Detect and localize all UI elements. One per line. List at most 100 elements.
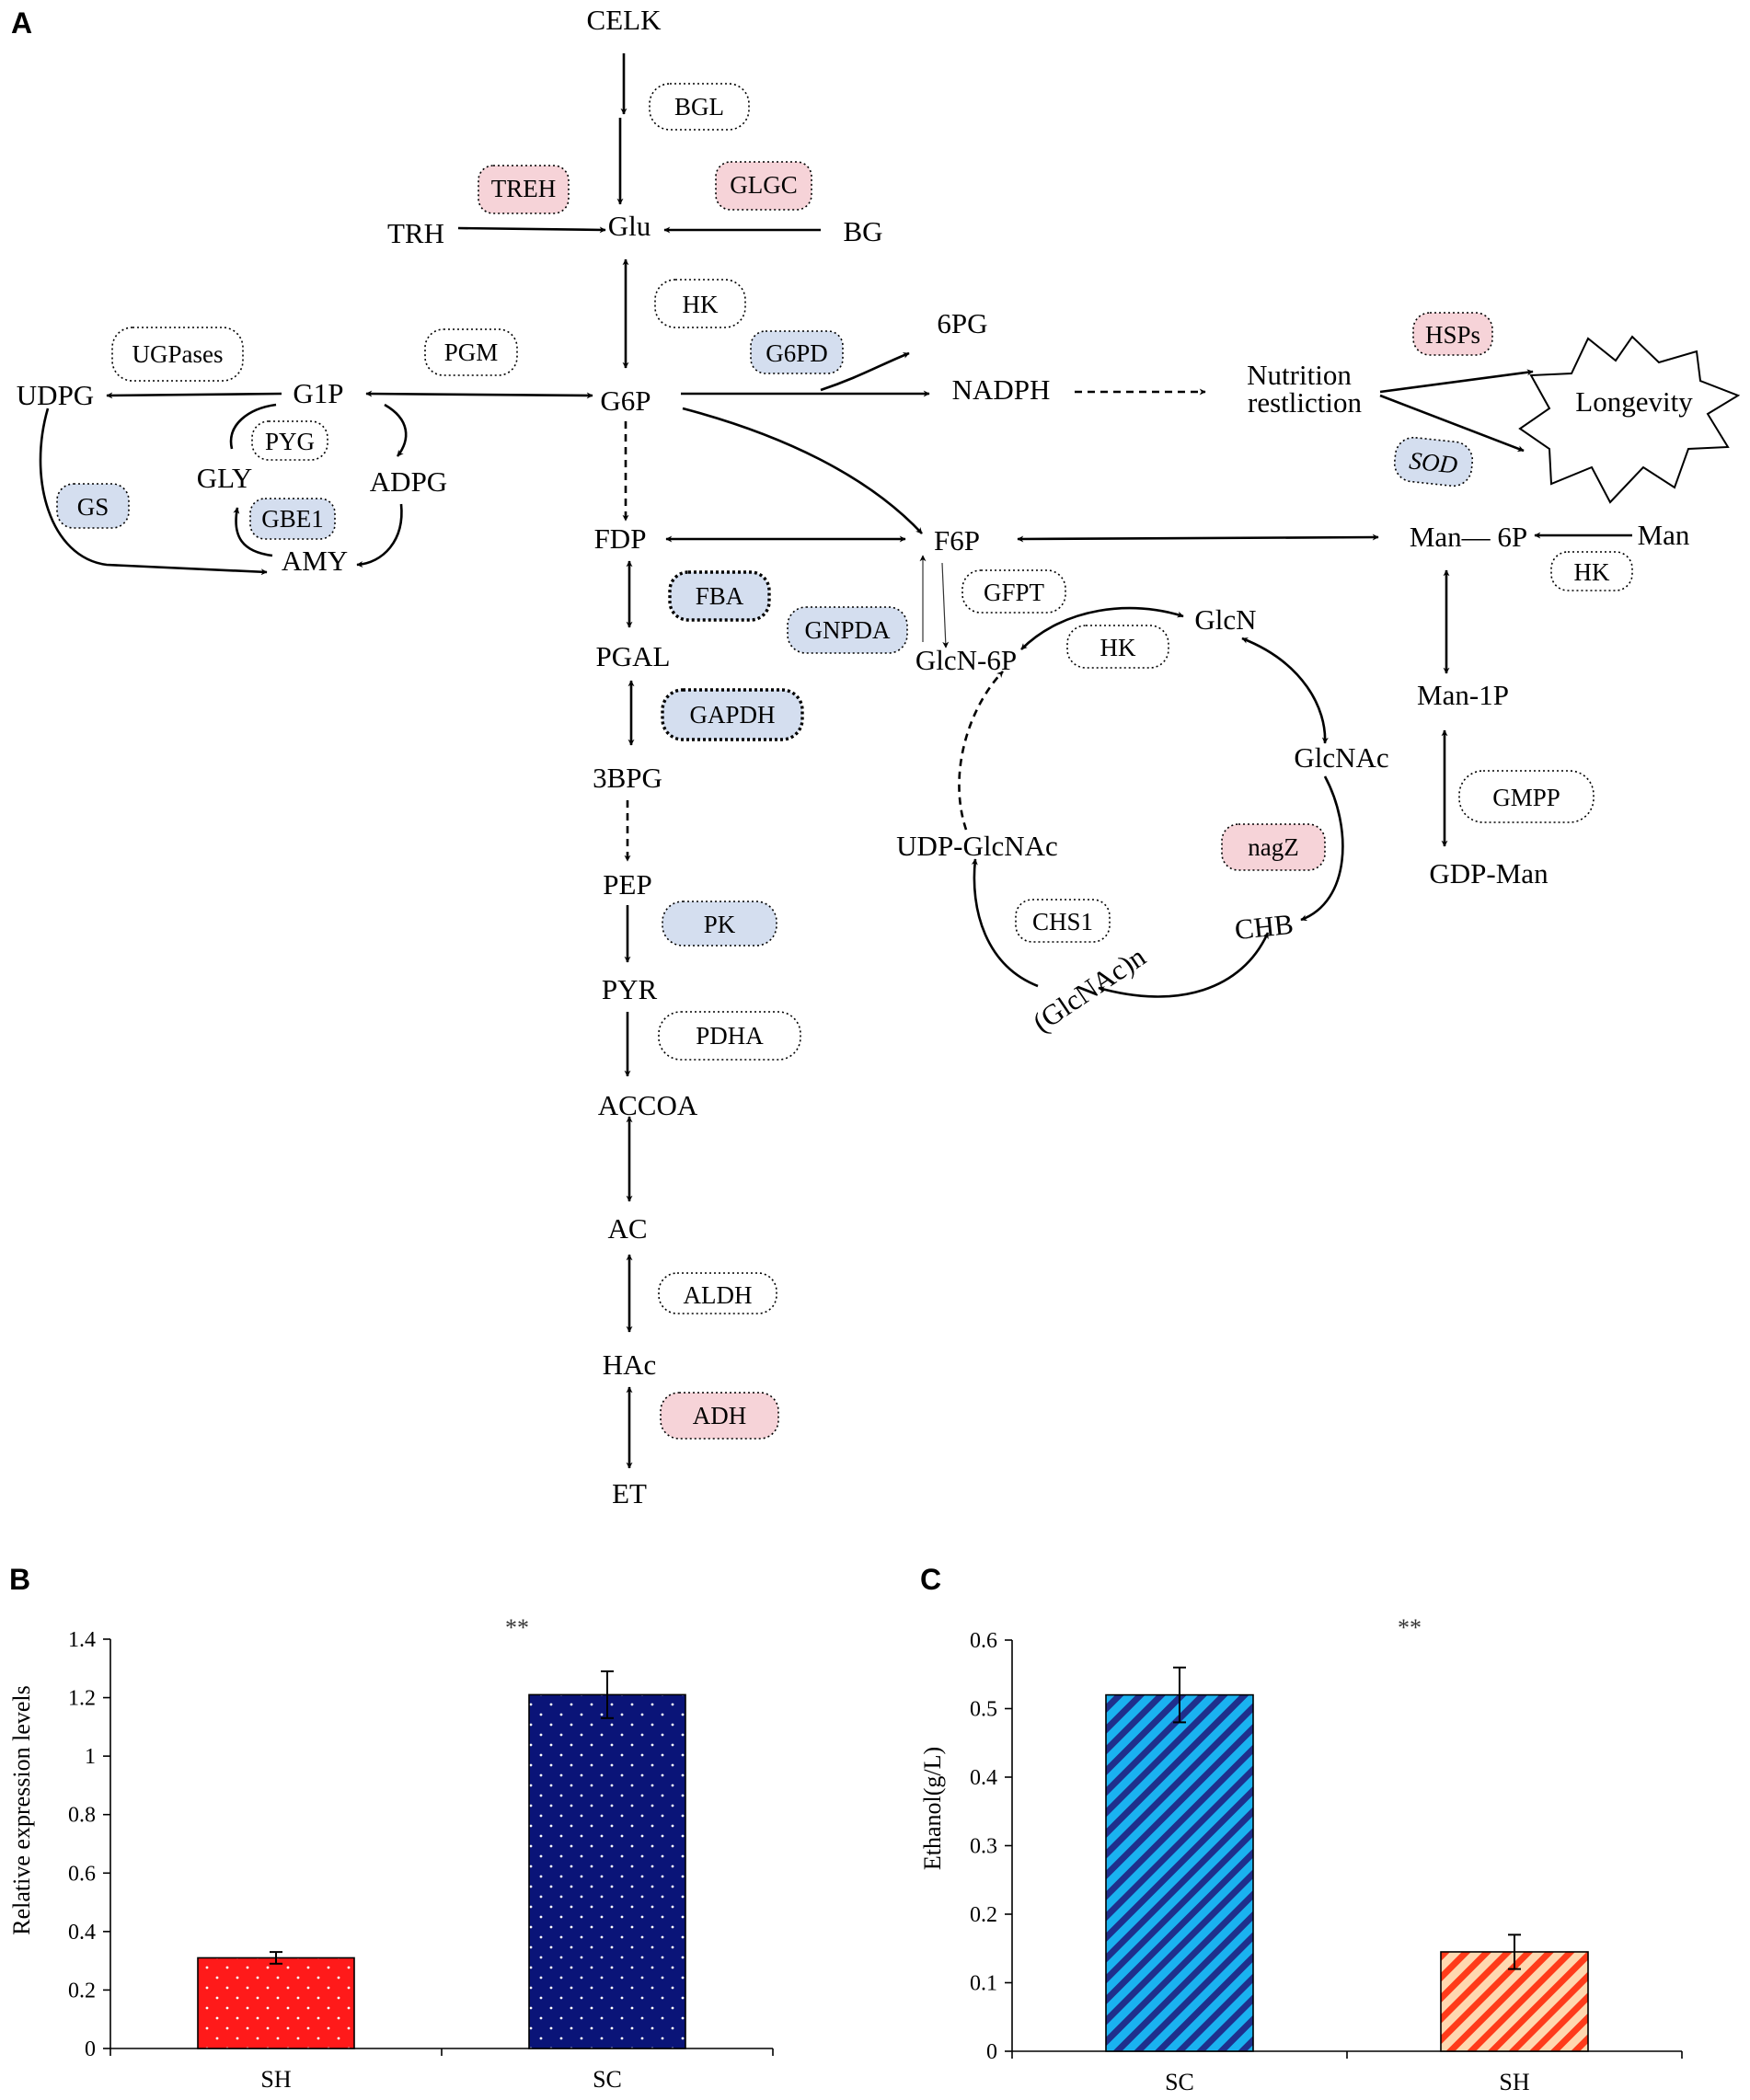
metabolite-pep: PEP: [603, 868, 651, 901]
enzyme-pyg: PYG: [251, 420, 328, 461]
enzyme-pk: PK: [662, 901, 777, 947]
chart-b-ytick-label: 0.8: [68, 1804, 96, 1828]
longevity-burst: Longevity: [1518, 335, 1741, 504]
metabolite-pyr: PYR: [602, 973, 658, 1005]
chart-c-category-label: SC: [1165, 2069, 1194, 2095]
metabolite-glcn-6p: GlcN-6P: [915, 644, 1017, 676]
metabolite-ac: AC: [607, 1212, 647, 1245]
enzyme-gnpda-label: GNPDA: [804, 616, 891, 644]
enzyme-aldh: ALDH: [658, 1272, 777, 1314]
metabolite-amy: AMY: [282, 545, 348, 577]
enzyme-g6pd-label: G6PD: [766, 339, 828, 367]
pathway-diagram: A BGL TREH GLGC HK PGM UGPases G6PD HSPs…: [11, 4, 1741, 1509]
enzyme-aldh-label: ALDH: [684, 1281, 753, 1309]
enzyme-gapdh-label: GAPDH: [689, 701, 775, 729]
enzyme-fba: FBA: [668, 570, 771, 622]
enzyme-gmpp: GMPP: [1458, 770, 1595, 823]
chart-c-marks: [1105, 1666, 1589, 2052]
enzyme-gbe1-label: GBE1: [261, 505, 324, 533]
enzyme-ugpases: UGPases: [111, 327, 244, 382]
metabolite-6pg: 6PG: [937, 307, 987, 339]
chart-b-category-label: SC: [593, 2066, 622, 2093]
metabolite-glcnac: GlcNAc: [1294, 741, 1388, 774]
enzyme-hsps: HSPs: [1412, 312, 1493, 356]
enzyme-gbe1: GBE1: [249, 498, 336, 540]
chart-c-ytick-label: 0.6: [970, 1629, 997, 1653]
enzyme-glgc-label: GLGC: [730, 171, 798, 199]
chart-b-ytick-label: 1: [85, 1745, 96, 1769]
metabolite-restliction: restliction: [1248, 386, 1362, 419]
metabolite-glcnac-n: (GlcNAc)n: [1027, 940, 1152, 1039]
metabolites: CELK Glu TRH BG G6P G1P UDPG GLY ADPG AM…: [17, 4, 1690, 1509]
enzyme-bgl-label: BGL: [674, 93, 724, 120]
enzyme-gfpt: GFPT: [961, 569, 1066, 614]
metabolite-glu: Glu: [608, 210, 651, 242]
panel-b-label: B: [9, 1563, 30, 1596]
metabolite-nadph: NADPH: [952, 373, 1051, 406]
metabolite-man-6p: Man— 6P: [1410, 521, 1527, 553]
enzyme-gmpp-label: GMPP: [1492, 784, 1560, 811]
chart-c-ytick-label: 0.4: [970, 1766, 997, 1790]
metabolite-accoa: ACCOA: [598, 1089, 698, 1121]
pathway-arrows: [39, 53, 1632, 1469]
chart-b-ylabel: Relative expression levels: [8, 1685, 35, 1934]
enzyme-gnpda: GNPDA: [787, 606, 908, 654]
enzyme-sod-label: SOD: [1408, 446, 1459, 478]
metabolite-trh: TRH: [387, 217, 444, 249]
enzyme-glgc: GLGC: [715, 161, 812, 211]
enzyme-adh: ADH: [660, 1392, 779, 1440]
metabolite-gly: GLY: [197, 462, 253, 494]
chart-b-ytick-label: 0.4: [68, 1921, 96, 1945]
chart-b-ytick-label: 0.2: [68, 1979, 96, 2002]
enzyme-nagz-label: nagZ: [1248, 833, 1298, 861]
chart-c-significance: **: [1398, 1614, 1422, 1641]
metabolite-chb: CHB: [1233, 908, 1295, 946]
chart-c-ytick-label: 0.3: [970, 1835, 997, 1859]
chart-c-bar-sc: [1105, 1693, 1254, 2052]
enzyme-hk-1-label: HK: [683, 291, 719, 318]
chart-b-significance: **: [505, 1614, 529, 1641]
enzyme-boxes: BGL TREH GLGC HK PGM UGPases G6PD HSPs S…: [56, 83, 1633, 1440]
enzyme-gs: GS: [56, 483, 130, 529]
enzyme-pgm: PGM: [424, 328, 518, 376]
enzyme-pdha-label: PDHA: [696, 1022, 764, 1050]
chart-b-bar-sc: [528, 1693, 686, 2049]
chart-b-ytick-label: 1.2: [68, 1687, 96, 1711]
enzyme-pk-label: PK: [704, 911, 736, 938]
panel-a-label: A: [11, 6, 32, 40]
metabolite-g1p: G1P: [293, 377, 343, 409]
chart-b-ytick-label: 1.4: [68, 1628, 96, 1652]
chart-b-category-label: SH: [260, 2066, 291, 2093]
enzyme-pyg-label: PYG: [265, 428, 315, 455]
enzyme-hk-2: HK: [1066, 625, 1169, 669]
chart-c-ylabel: Ethanol(g/L): [919, 1747, 946, 1870]
metabolite-adpg: ADPG: [370, 465, 447, 498]
metabolite-udpg: UDPG: [17, 379, 94, 411]
enzyme-chs1-label: CHS1: [1032, 908, 1093, 935]
enzyme-gfpt-label: GFPT: [984, 579, 1045, 606]
enzyme-nagz: nagZ: [1221, 823, 1326, 871]
chart-b-ytick-label: 0: [85, 2037, 96, 2061]
enzyme-gs-label: GS: [77, 493, 109, 521]
enzyme-g6pd: G6PD: [750, 330, 844, 374]
enzyme-sod: SOD: [1393, 436, 1474, 488]
enzyme-hk-3: HK: [1550, 551, 1633, 591]
metabolite-f6p: F6P: [934, 524, 980, 557]
enzyme-hk-1: HK: [654, 279, 746, 328]
enzyme-chs1: CHS1: [1015, 899, 1111, 943]
enzyme-fba-label: FBA: [696, 582, 744, 610]
metabolite-glcn: GlcN: [1194, 603, 1256, 636]
metabolite-gdp-man: GDP-Man: [1429, 857, 1549, 889]
metabolite-celk: CELK: [587, 4, 662, 36]
metabolite-bg: BG: [843, 215, 882, 247]
metabolite-et: ET: [612, 1477, 647, 1509]
enzyme-treh: TREH: [478, 165, 570, 214]
chart-b: B Relative expression levels ** 0 0.2 0.4 0…: [8, 1563, 774, 2093]
chart-b-ytick-label: 0.6: [68, 1862, 96, 1886]
chart-c-ytick-label: 0.1: [970, 1972, 997, 1996]
metabolite-nutrition: Nutrition: [1247, 359, 1352, 391]
chart-c-ytick-label: 0.2: [970, 1903, 997, 1927]
